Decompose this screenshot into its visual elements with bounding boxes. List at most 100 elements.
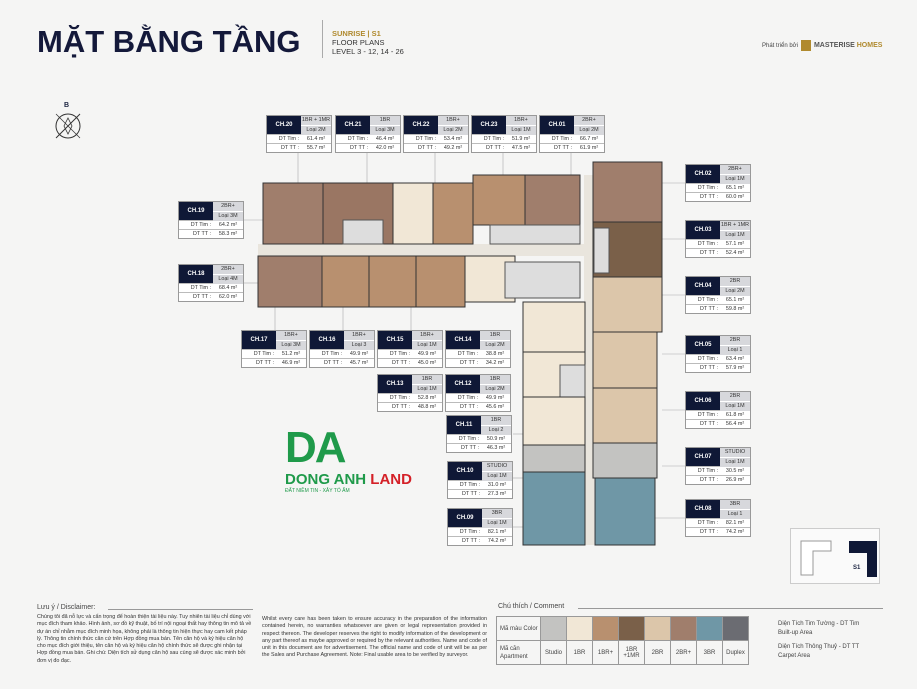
dt-tt-value: 45.0 m²	[417, 360, 437, 366]
unit-code: CH.07	[686, 448, 720, 466]
unit-code: CH.12	[446, 375, 480, 393]
divider	[578, 608, 883, 609]
unit-ch10	[522, 444, 586, 473]
title-divider	[322, 20, 323, 58]
unit-type: 1BR	[481, 416, 511, 426]
legend-swatch	[696, 616, 723, 641]
unit-code: CH.11	[447, 416, 481, 434]
dt-tim-value: 61.8 m²	[725, 412, 745, 418]
unit-loai: Loại 1	[720, 510, 750, 520]
leader-lines	[244, 153, 685, 528]
dt-tim-value: 50.9 m²	[486, 436, 506, 442]
dt-tim-value: 51.9 m²	[511, 136, 531, 142]
watermark-logo: DA DONG ANH LAND ĐẤT NIỀM TIN - XÂY TỔ Ấ…	[285, 425, 415, 495]
unit-loai: Loại 1M	[412, 341, 442, 351]
dt-tt-value: 62.0 m²	[218, 294, 238, 300]
developer-brand: Phát triển bởi MASTERISE HOMES	[762, 40, 882, 51]
legend-color-label: Mã màu Color	[496, 616, 541, 641]
dt-tim-label: DT Tim :	[389, 395, 410, 401]
unit-code: CH.18	[179, 265, 213, 283]
unit-ch15	[415, 255, 466, 308]
dt-tt-label: DT TT :	[461, 445, 479, 451]
dt-tt-value: 27.3 m²	[487, 491, 507, 497]
watermark-name-land: LAND	[370, 471, 412, 488]
legend-swatch	[670, 616, 697, 641]
dt-tim-label: DT Tim :	[697, 185, 718, 191]
dt-tt-label: DT TT :	[700, 306, 718, 312]
dt-tt-value: 47.5 m²	[511, 145, 531, 151]
unit-code: CH.14	[446, 331, 480, 349]
unit-type: 2BR+	[213, 202, 243, 212]
legend-item-label: 1BR	[566, 640, 593, 665]
dt-tim-value: 57.1 m²	[725, 241, 745, 247]
dt-tim-label: DT Tim :	[458, 436, 479, 442]
dt-tt-label: DT TT :	[462, 491, 480, 497]
unit-type: 1BR + 1MR	[301, 116, 331, 126]
dt-tim-label: DT Tim :	[697, 412, 718, 418]
dt-tim-label: DT Tim :	[389, 351, 410, 357]
unit-loai: Loại 3M	[213, 212, 243, 222]
dt-tt-label: DT TT :	[462, 538, 480, 544]
dt-tim-label: DT Tim :	[697, 520, 718, 526]
unit-ch12	[522, 301, 586, 353]
watermark-name: DONG ANH	[285, 471, 367, 488]
dt-tim-value: 52.8 m²	[417, 395, 437, 401]
unit-loai: Loại 2M	[480, 341, 510, 351]
dt-tt-label: DT TT :	[418, 145, 436, 151]
legend-swatch	[722, 616, 749, 641]
unit-loai: Loại 2	[481, 426, 511, 436]
legend-swatch	[644, 616, 671, 641]
legend-apartment-label: Mã căn Apartment	[496, 640, 541, 665]
dt-tim-label: DT Tim :	[278, 136, 299, 142]
unit-code: CH.02	[686, 165, 720, 183]
dt-tt-label: DT TT :	[554, 145, 572, 151]
unit-loai: Loại 1M	[720, 231, 750, 241]
dt-tt-value: 52.4 m²	[725, 250, 745, 256]
unit-code: CH.13	[378, 375, 412, 393]
unit-type: 2BR	[720, 336, 750, 346]
unit-code: CH.10	[448, 462, 482, 480]
unit-loai: Loại 3M	[370, 126, 400, 136]
dt-tim-value: 51.2 m²	[281, 351, 301, 357]
level-label: LEVEL 3 - 12, 14 - 26	[332, 47, 404, 56]
dt-tt-label: DT TT :	[392, 360, 410, 366]
note-vi: Diện Tích Tim Tường - DT Tim	[778, 621, 860, 627]
legend-swatch	[540, 616, 567, 641]
unit-code: CH.19	[179, 202, 213, 220]
dt-tt-label: DT TT :	[392, 404, 410, 410]
unit-code: CH.08	[686, 500, 720, 518]
dt-tim-value: 82.1 m²	[725, 520, 745, 526]
dt-tim-value: 49.9 m²	[417, 351, 437, 357]
note-en: Carpet Area	[778, 653, 811, 659]
unit-code: CH.15	[378, 331, 412, 349]
legend-swatch	[566, 616, 593, 641]
unit-type: 1BR+	[344, 331, 374, 341]
unit-code: CH.04	[686, 277, 720, 295]
corridor	[584, 175, 594, 545]
dt-tt-value: 45.7 m²	[349, 360, 369, 366]
unit-ch11	[522, 396, 586, 446]
unit-type: 1BR	[370, 116, 400, 126]
legend-item-label: 1BR +1MR	[618, 640, 645, 665]
unit-loai: Loại 1M	[412, 385, 442, 395]
dt-tim-label: DT Tim :	[347, 136, 368, 142]
disclaimer-vi: Chúng tôi đã nỗ lực và cẩn trọng để hoàn…	[37, 614, 252, 664]
dt-tim-value: 63.4 m²	[725, 356, 745, 362]
unit-ch06	[592, 387, 658, 444]
unit-type: 1BR	[480, 375, 510, 385]
unit-type: 3BR	[720, 500, 750, 510]
